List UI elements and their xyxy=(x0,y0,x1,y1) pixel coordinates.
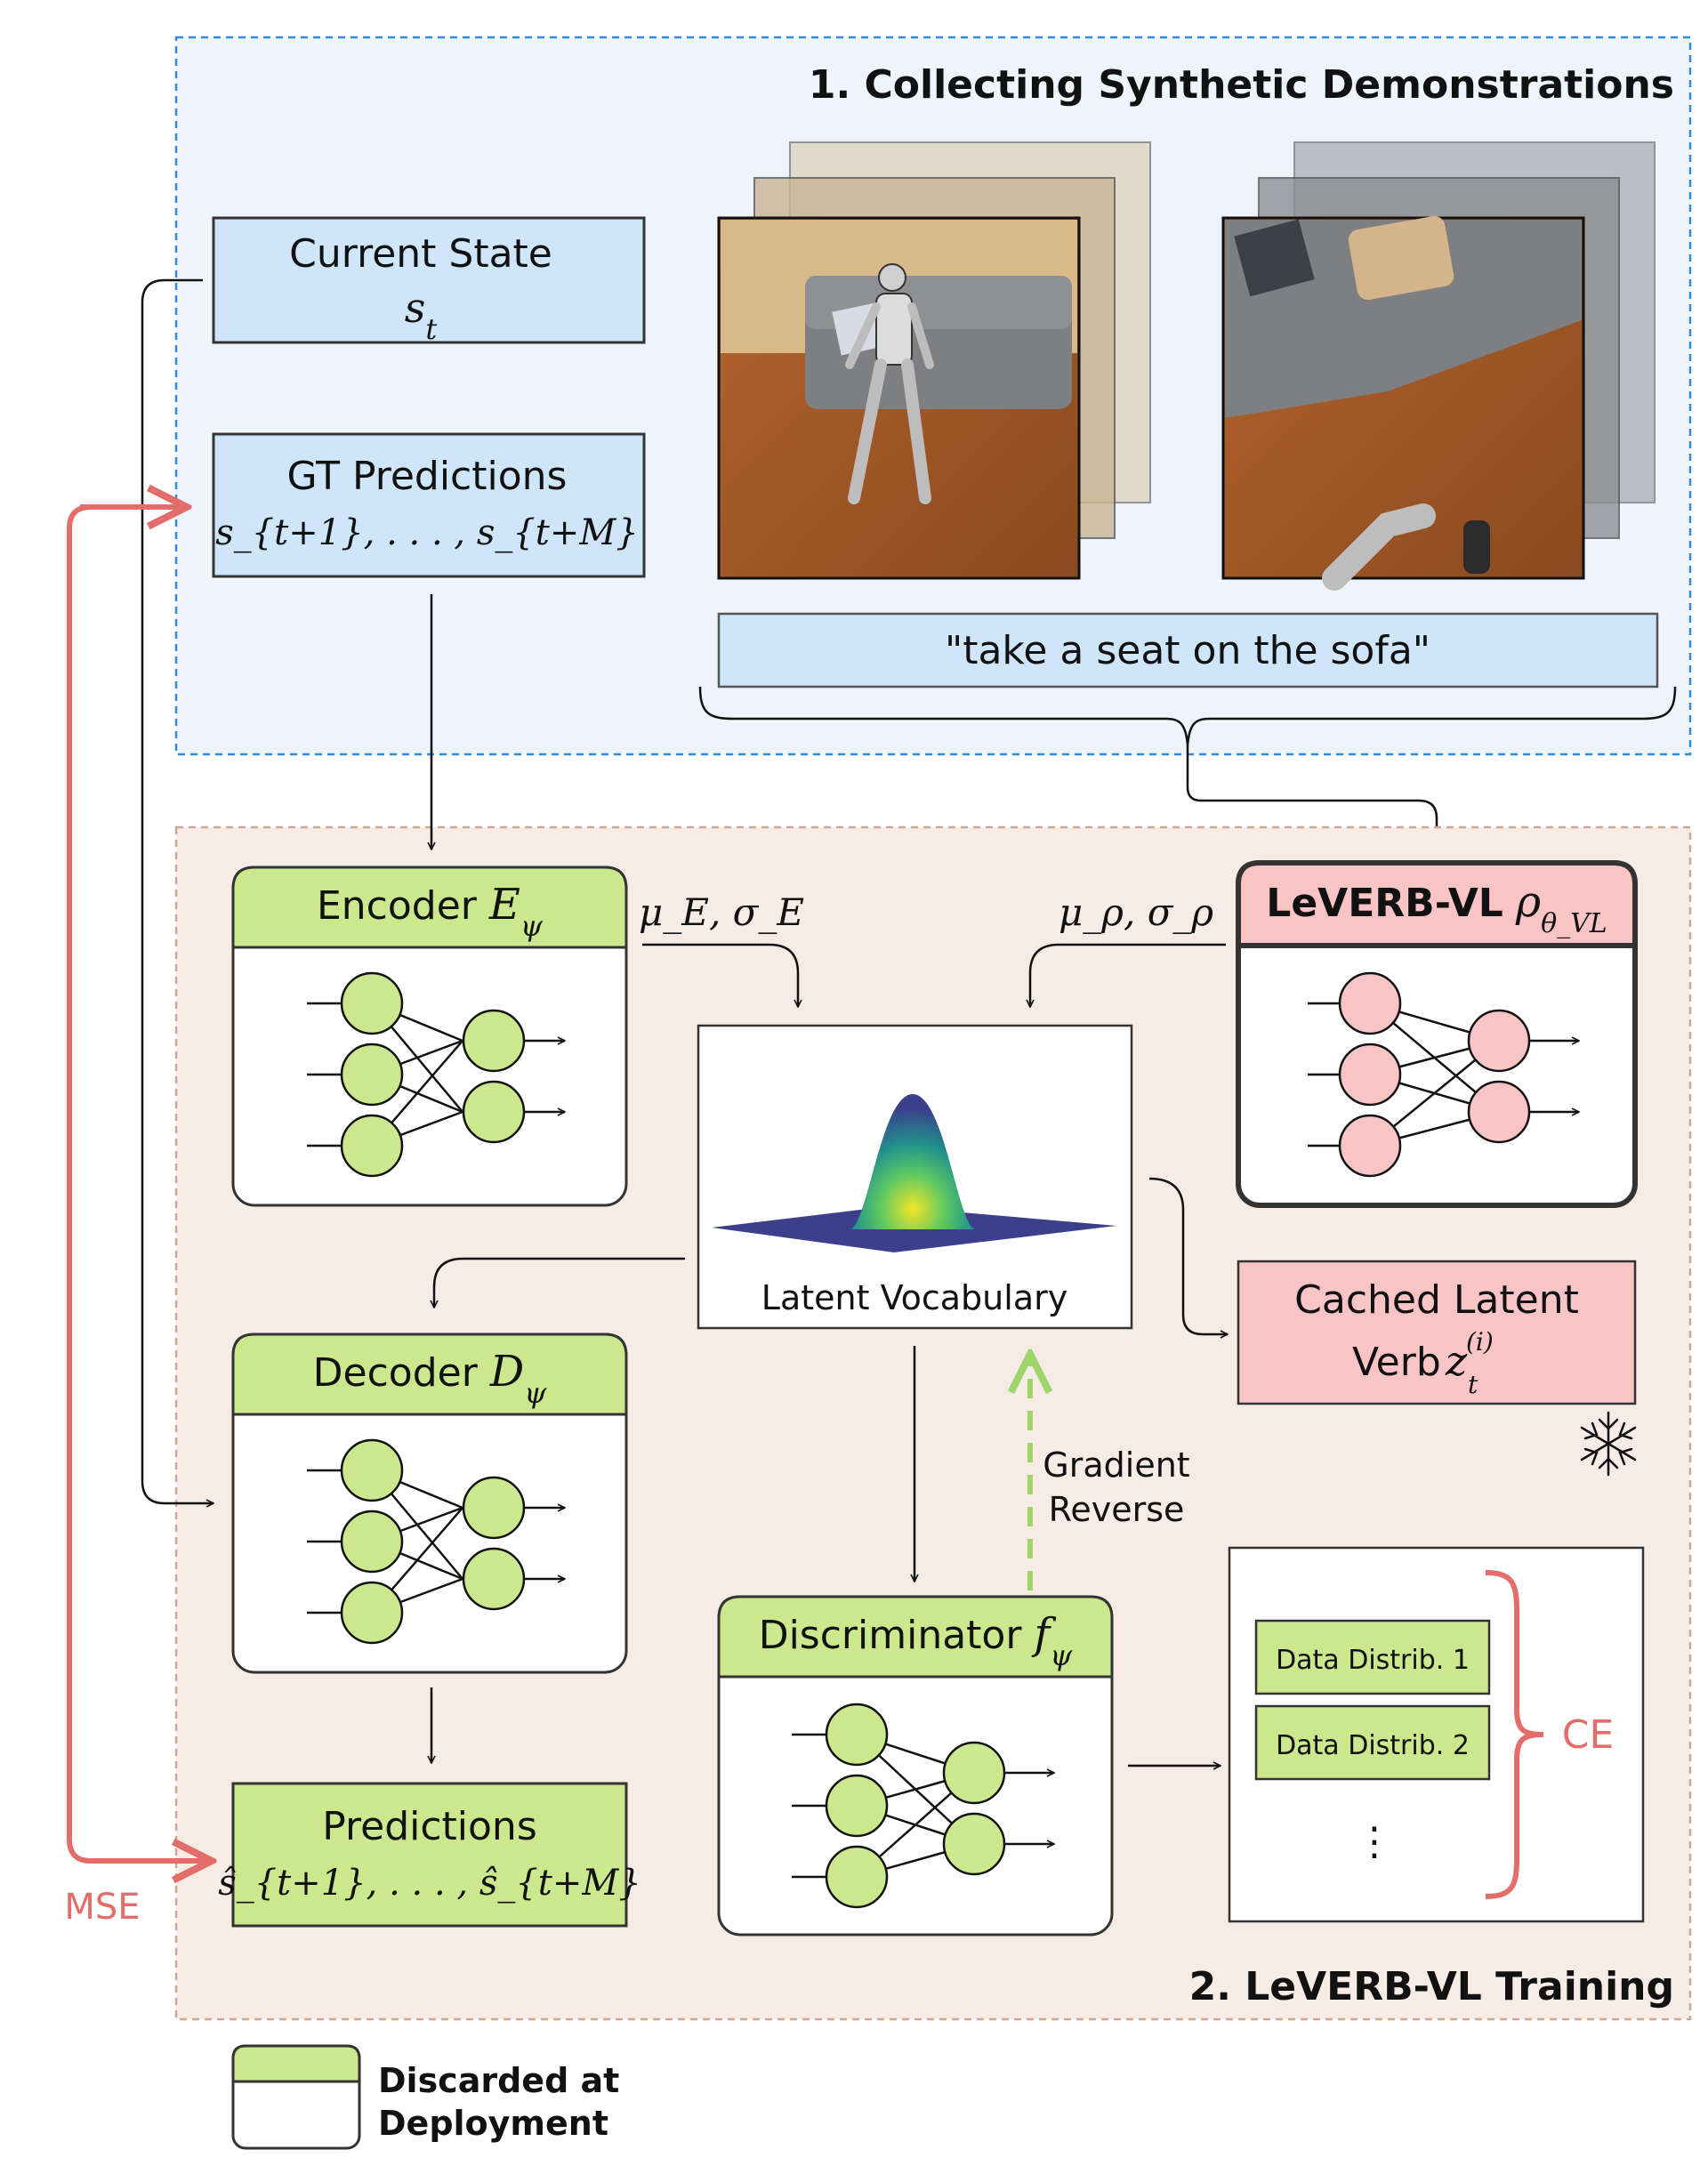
current-state-symbol: st xyxy=(405,284,438,346)
svg-text:t: t xyxy=(1468,1370,1478,1399)
encoder-module: Encoder Eψ xyxy=(231,866,628,1207)
gt-predictions-label: GT Predictions xyxy=(287,454,568,499)
latent-vocabulary-label: Latent Vocabulary xyxy=(761,1278,1068,1317)
predictions-box: Predictions ŝ_{t+1}, . . . , ŝ_{t+M} xyxy=(218,1782,641,1928)
svg-text:Data Distrib. 2: Data Distrib. 2 xyxy=(1276,1730,1470,1761)
svg-text:Data Distrib. 1: Data Distrib. 1 xyxy=(1276,1645,1470,1676)
decoder-module: Decoder Dψ xyxy=(231,1333,628,1674)
distribution-item-1: Data Distrib. 1 xyxy=(1254,1619,1491,1695)
latent-vocabulary-box: Latent Vocabulary xyxy=(697,1024,1133,1330)
svg-text:Verb: Verb xyxy=(1352,1340,1441,1385)
discriminator-label: Discriminator fψ xyxy=(759,1609,1074,1672)
predictions-formula: ŝ_{t+1}, . . . , ŝ_{t+M} xyxy=(218,1863,641,1904)
distributions-panel: Data Distrib. 1 Data Distrib. 2 ⋮ xyxy=(1228,1546,1645,1923)
legend-line2: Deployment xyxy=(378,2104,608,2143)
leverb-vl-label: LeVERB-VL ρθ_VL xyxy=(1266,877,1607,939)
neural-net-icon xyxy=(307,971,565,1178)
encoder-label: Encoder Eψ xyxy=(317,880,544,943)
encoder-output-label: μ_E, σ_E xyxy=(639,890,804,934)
distributions-ellipsis: ⋮ xyxy=(1355,1819,1394,1864)
distribution-item-2: Data Distrib. 2 xyxy=(1254,1704,1491,1781)
leverb-vl-module: LeVERB-VL ρθ_VL xyxy=(1236,860,1638,1208)
decoder-label: Decoder Dψ xyxy=(313,1347,548,1410)
arrow-encoder-to-latent xyxy=(642,943,798,1007)
arrow-latent-to-cache xyxy=(1148,1177,1228,1334)
neural-net-icon xyxy=(792,1703,1054,1909)
gt-predictions-formula: s_{t+1}, . . . , s_{t+M} xyxy=(215,512,639,553)
scene-image-stack-2 xyxy=(1221,141,1656,591)
legend-swatch xyxy=(231,2044,361,2150)
snowflake-icon xyxy=(1580,1411,1637,1477)
leverb-output-label: μ_ρ, σ_ρ xyxy=(1059,890,1213,934)
cached-latent-line1: Cached Latent xyxy=(1294,1277,1579,1323)
arrow-inputs-to-leverb xyxy=(1186,745,1437,845)
svg-text:z: z xyxy=(1445,1337,1468,1385)
neural-net-icon xyxy=(307,1438,565,1645)
cached-latent-line2: Verb z (i) t xyxy=(1352,1327,1494,1399)
arrow-leverb-to-latent xyxy=(1030,943,1226,1007)
arrow-latent-to-decoder xyxy=(434,1257,685,1308)
current-state-box: Current State st xyxy=(212,216,646,346)
scene-image-stack-1 xyxy=(717,141,1151,580)
predictions-label: Predictions xyxy=(322,1804,537,1849)
robot-figure xyxy=(845,263,934,504)
arrow-state-to-decoder xyxy=(141,278,214,1503)
section2-title: 2. LeVERB-VL Training xyxy=(1189,1964,1674,2009)
gt-predictions-box: GT Predictions s_{t+1}, . . . , s_{t+M} xyxy=(212,432,646,578)
instruction-text: "take a seat on the sofa" xyxy=(945,628,1430,673)
current-state-label: Current State xyxy=(289,231,552,277)
section1-title: 1. Collecting Synthetic Demonstrations xyxy=(809,62,1674,108)
legend: Discarded at Deployment xyxy=(231,2044,619,2150)
neural-net-icon xyxy=(1308,971,1579,1178)
cached-latent-verb-box: Cached Latent Verb z (i) t xyxy=(1237,1260,1637,1405)
ce-label: CE xyxy=(1562,1712,1615,1758)
instruction-box: "take a seat on the sofa" xyxy=(717,612,1659,688)
gradient-reverse-line2: Reverse xyxy=(1049,1490,1185,1529)
discriminator-module: Discriminator fψ xyxy=(717,1595,1114,1936)
gaussian-surface-icon xyxy=(712,1094,1116,1252)
gradient-reverse-line1: Gradient xyxy=(1043,1445,1189,1485)
legend-line1: Discarded at xyxy=(378,2061,619,2100)
ce-brace xyxy=(1485,1570,1544,1899)
mse-label: MSE xyxy=(64,1887,140,1928)
svg-text:(i): (i) xyxy=(1466,1327,1494,1357)
egocentric-frame xyxy=(1221,215,1585,591)
robot-sofa-frame xyxy=(717,216,1081,580)
